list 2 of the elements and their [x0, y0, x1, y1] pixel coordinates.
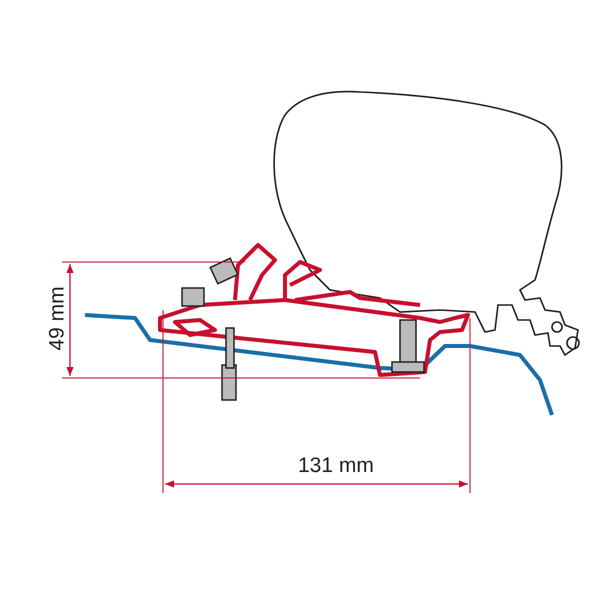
dimension-label: 49 mm [46, 286, 68, 351]
dimension-label: 131 mm [298, 455, 374, 476]
